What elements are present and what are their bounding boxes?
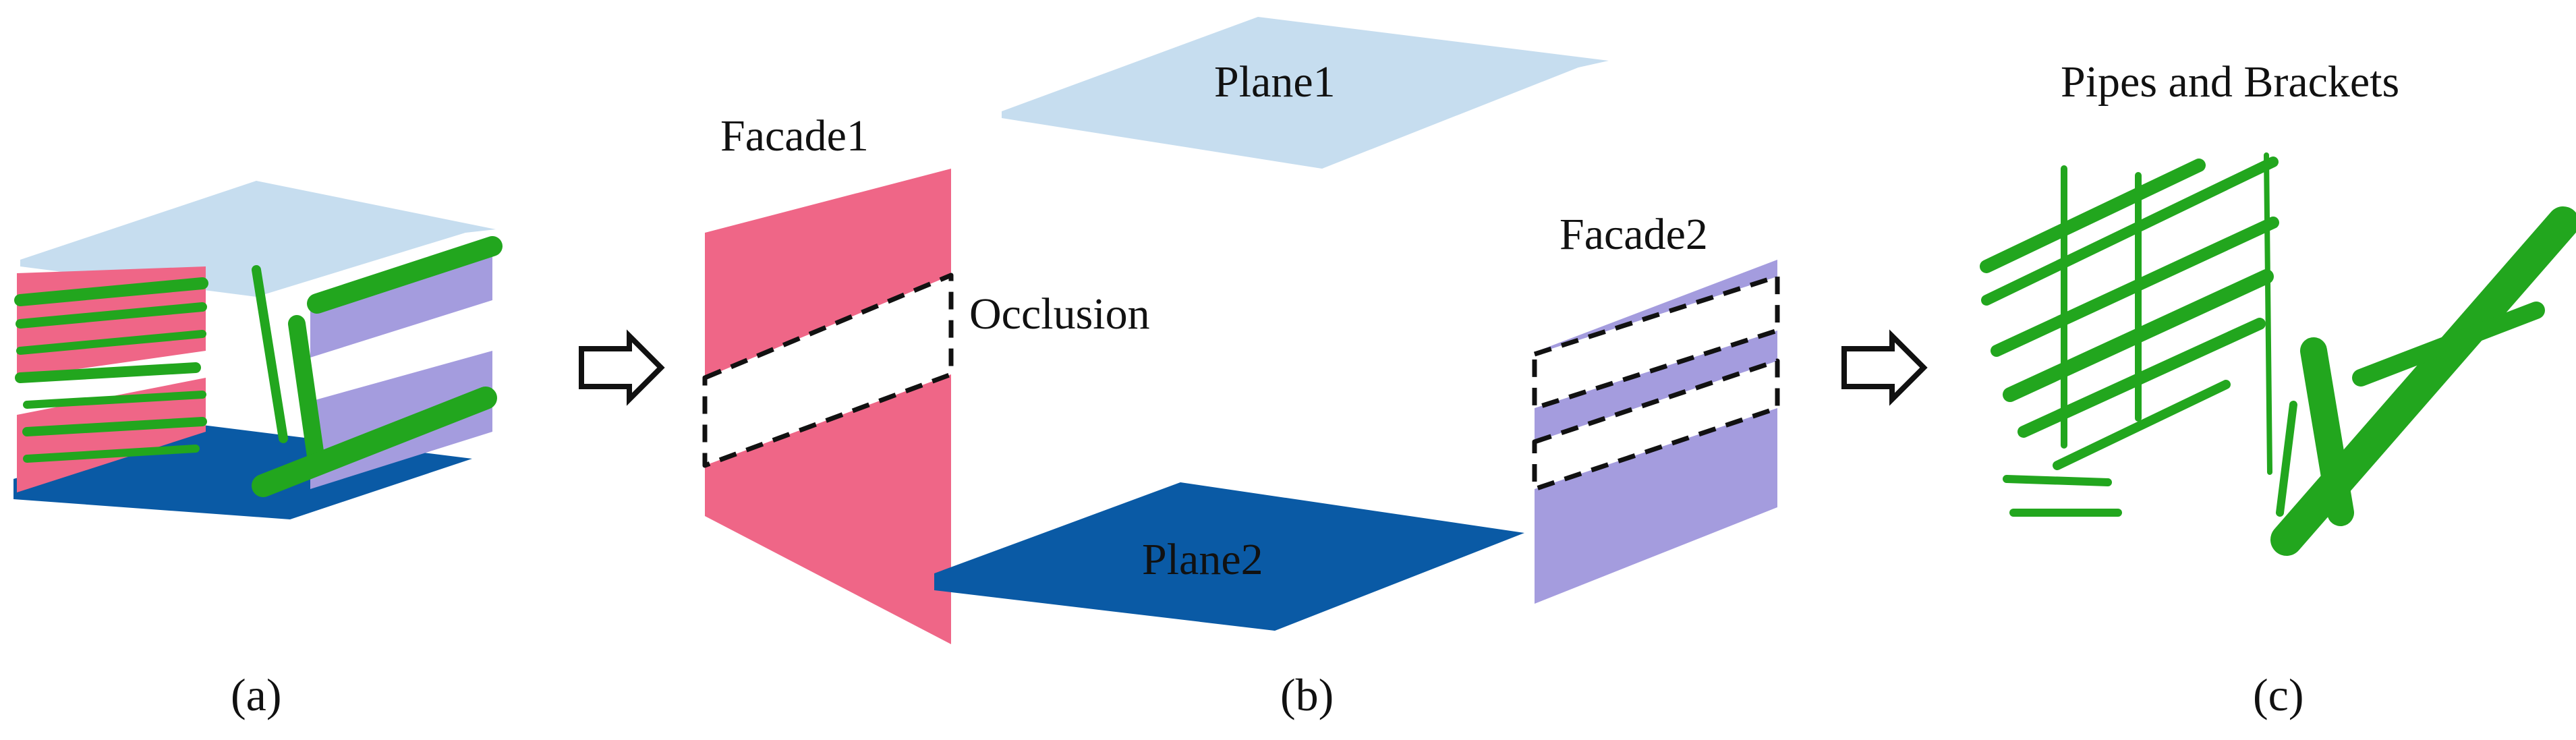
occlusion-region-1 (702, 273, 954, 468)
facade2-region (310, 250, 492, 358)
facade1-label: Facade1 (720, 111, 869, 161)
occlusion-region-2b (1532, 358, 1780, 492)
plane1-surface (1002, 17, 1609, 169)
top-plane (20, 181, 496, 297)
plane1-label: Plane1 (1214, 57, 1336, 107)
plane2-surface (934, 482, 1524, 631)
subfigure-label-a: (a) (231, 669, 281, 720)
pipes-brackets-label: Pipes and Brackets (2061, 57, 2399, 107)
occlusion-region-2a (1532, 274, 1780, 411)
panel-c-pipes (1980, 152, 2576, 556)
process-arrow-1 (579, 329, 665, 406)
plane2-label: Plane2 (1142, 535, 1263, 584)
process-arrow-2 (1841, 329, 1928, 406)
subfigure-label-c: (c) (2253, 669, 2303, 720)
pipes-in-cloud (14, 236, 503, 497)
panel-b-segments (702, 17, 1780, 644)
panel-a-combined-cloud (13, 181, 503, 519)
occlusion-label: Occlusion (969, 289, 1150, 339)
facade2-label: Facade2 (1559, 210, 1708, 259)
subfigure-label-b: (b) (1280, 669, 1334, 720)
